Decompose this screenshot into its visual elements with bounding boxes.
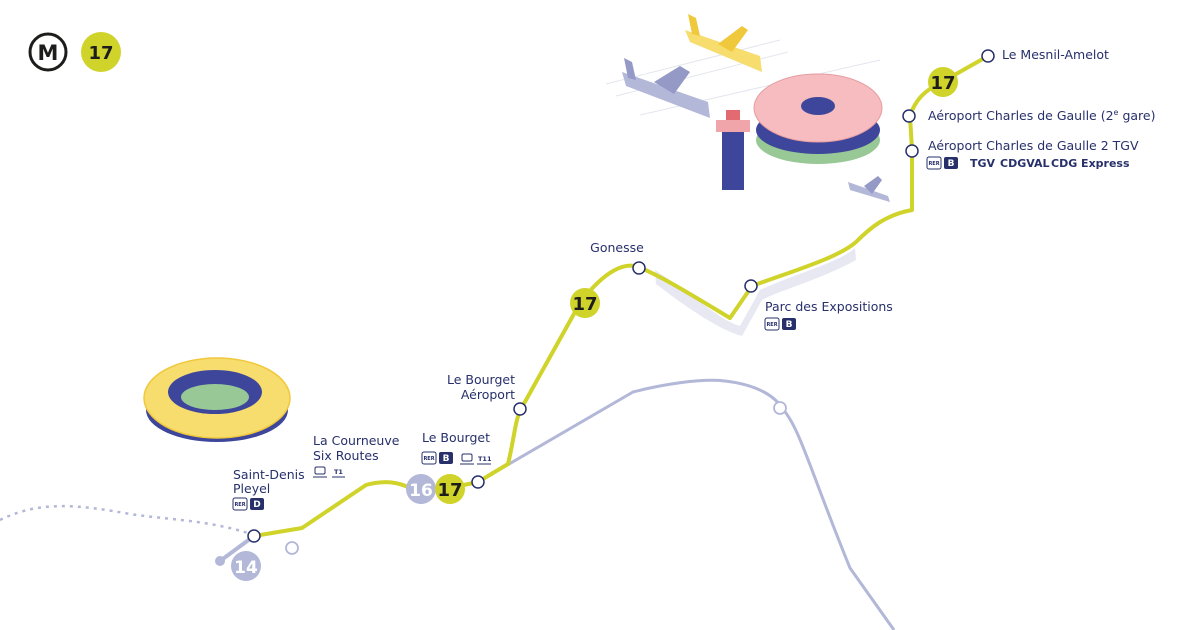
cdg-express-label: CDG Express [1051, 157, 1130, 170]
svg-text:D: D [253, 500, 260, 510]
station-label-gonesse: Gonesse [590, 240, 644, 255]
svg-text:17: 17 [930, 73, 955, 94]
station-label-parc-expositions: Parc des Expositions [765, 299, 893, 314]
small-airplane-icon [848, 176, 890, 202]
station-label-cdg-2e-gare: Aéroport Charles de Gaulle (2e gare) [928, 108, 1155, 123]
rer-d-badge [250, 498, 264, 510]
tgv-label: TGV [970, 157, 996, 170]
station-marker-le-bourget-aeroport[interactable] [513, 402, 527, 416]
station-label-saint-denis-line2: Pleyel [233, 481, 270, 496]
tram-icon [460, 453, 474, 465]
station-label-le-mesnil-amelot: Le Mesnil-Amelot [1002, 47, 1109, 62]
tram-t11-label: T11 [478, 455, 492, 463]
parc-expositions-connections: RER B [764, 317, 796, 331]
line-17-header-number: 17 [88, 43, 113, 64]
line-14-station-marker [285, 541, 299, 555]
le-bourget-connections: RER B T11 [421, 451, 492, 465]
svg-text:B: B [948, 159, 955, 169]
line-14-dotted-track [0, 504, 255, 537]
svg-text:RER: RER [423, 456, 434, 462]
rer-b-badge [944, 157, 958, 169]
line-17-badge-top: 17 [928, 67, 958, 97]
line-16-track [477, 378, 896, 630]
svg-text:RER: RER [234, 502, 245, 508]
station-label-la-courneuve-line1: La Courneuve [313, 433, 400, 448]
station-marker-cdg-2e-gare[interactable] [902, 109, 916, 123]
svg-text:14: 14 [234, 558, 258, 578]
cdgval-label: CDGVAL [1000, 157, 1050, 170]
la-courneuve-connections: T1 [313, 466, 345, 478]
line-16-badge: 16 [406, 474, 436, 504]
svg-text:RER: RER [766, 322, 777, 328]
metro-logo-letter: M [38, 41, 59, 65]
station-marker-le-bourget[interactable] [471, 475, 485, 489]
station-label-cdg-2-tgv: Aéroport Charles de Gaulle 2 TGV [928, 138, 1139, 153]
tram-t1-label: T1 [334, 468, 343, 476]
station-label-le-bourget-aeroport-line1: Le Bourget [447, 372, 515, 387]
svg-text:17: 17 [572, 294, 597, 315]
rer-icon [232, 497, 248, 511]
station-label-le-bourget-aeroport-line2: Aéroport [461, 387, 515, 402]
line-17-badge-bottom: 17 [435, 474, 465, 504]
airport-illustration [605, 14, 890, 202]
station-marker-cdg-2-tgv[interactable] [905, 144, 919, 158]
station-label-la-courneuve-line2: Six Routes [313, 448, 379, 463]
line-16-station-marker [773, 401, 787, 415]
svg-text:B: B [443, 454, 450, 464]
rer-icon [926, 156, 942, 170]
station-marker-gonesse[interactable] [632, 261, 646, 275]
svg-text:16: 16 [409, 481, 433, 501]
svg-text:17: 17 [437, 480, 462, 501]
viaduct-illustration [655, 248, 856, 336]
station-label-le-bourget: Le Bourget [422, 430, 490, 445]
line-17-badge-middle: 17 [570, 288, 600, 318]
stadium-illustration [143, 357, 291, 442]
rer-b-badge [782, 318, 796, 330]
line-14-badge: 14 [231, 551, 261, 581]
svg-text:RER: RER [928, 161, 939, 167]
line-14-terminus-dot [215, 556, 225, 566]
grey-airplane-icon [622, 58, 710, 118]
station-label-saint-denis-line1: Saint-Denis [233, 467, 305, 482]
svg-text:B: B [786, 320, 793, 330]
rer-b-badge [439, 452, 453, 464]
other-lines [0, 378, 896, 630]
rer-icon [764, 317, 780, 331]
saint-denis-connections: RER D [232, 497, 264, 511]
tram-icon [313, 466, 327, 478]
line-17-track [253, 54, 989, 538]
line-17-header-badge: 17 [81, 32, 121, 72]
metro-logo: M [28, 32, 68, 72]
station-marker-le-mesnil-amelot[interactable] [981, 49, 995, 63]
station-markers [247, 49, 995, 543]
station-marker-saint-denis-pleyel[interactable] [247, 529, 261, 543]
yellow-airplane-icon [685, 14, 762, 72]
line-14-track [218, 534, 256, 563]
station-marker-parc-expositions[interactable] [744, 279, 758, 293]
control-tower-icon [716, 110, 750, 190]
rer-icon [421, 451, 437, 465]
cdg-2-tgv-connections: RER B TGV CDGVAL CDG Express [926, 156, 1130, 170]
terminal-icon [753, 73, 883, 164]
